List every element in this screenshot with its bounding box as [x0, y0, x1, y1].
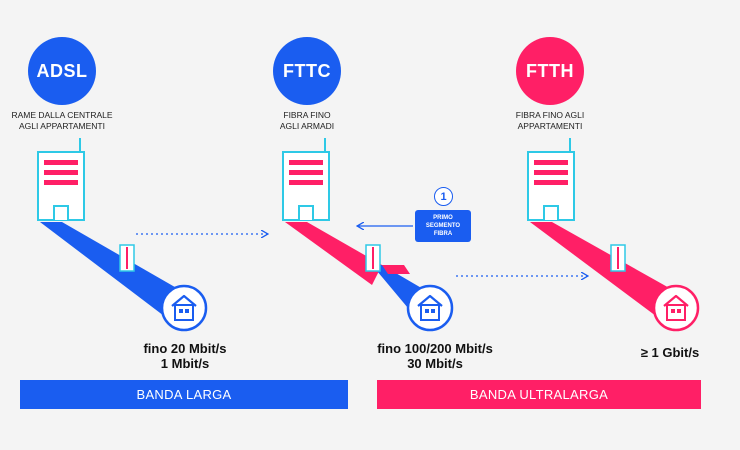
adsl-cabinet-icon — [119, 244, 135, 272]
ultrabroadband-band: BANDA ULTRALARGA — [377, 380, 701, 409]
broadband-band: BANDA LARGA — [20, 380, 348, 409]
ftth-label: FTTH — [516, 37, 584, 105]
callout-line: FIBRA — [433, 231, 453, 237]
adsl-house-icon — [160, 284, 208, 332]
fttc-building-icon — [282, 138, 330, 221]
adsl-subtitle-line: AGLI APPARTAMENTI — [19, 121, 105, 131]
ftth-building-icon — [527, 138, 575, 221]
fttc-house-icon — [406, 284, 454, 332]
adsl-label: ADSL — [28, 37, 96, 105]
ftth-speed: ≥ 1 Gbit/s — [620, 345, 720, 360]
fttc-speed-line: 30 Mbit/s — [407, 356, 463, 371]
ftth-subtitle-line: FIBRA FINO AGLI — [515, 110, 585, 120]
callout-line: SEGMENTO — [425, 223, 461, 229]
fttc-label: FTTC — [273, 37, 341, 105]
callout-line: PRIMO — [433, 215, 453, 221]
fttc-subtitle: FIBRA FINO AGLI ARMADI — [247, 110, 367, 132]
fttc-cabinet-icon — [365, 244, 381, 272]
adsl-subtitle: RAME DALLA CENTRALE AGLI APPARTAMENTI — [0, 110, 124, 132]
adsl-subtitle-line: RAME DALLA CENTRALE — [11, 110, 113, 120]
fttc-fiber-line — [285, 222, 382, 285]
fttc-speed: fino 100/200 Mbit/s 30 Mbit/s — [360, 341, 510, 371]
ftth-subtitle-line: APPARTAMENTI — [517, 121, 583, 131]
ftth-cabinet-icon — [610, 244, 626, 272]
ftth-subtitle: FIBRA FINO AGLI APPARTAMENTI — [490, 110, 610, 132]
callout-number: 1 — [434, 187, 453, 206]
callout-badge: PRIMO SEGMENTO FIBRA — [415, 210, 471, 242]
adsl-speed-line: 1 Mbit/s — [160, 356, 210, 371]
ftth-speed-line: ≥ 1 Gbit/s — [640, 345, 700, 360]
adsl-copper-line — [40, 222, 187, 322]
adsl-speed: fino 20 Mbit/s 1 Mbit/s — [125, 341, 245, 371]
ftth-house-icon — [652, 284, 700, 332]
adsl-building-icon — [37, 138, 85, 221]
fttc-subtitle-line: FIBRA FINO — [283, 110, 331, 120]
fttc-subtitle-line: AGLI ARMADI — [279, 121, 335, 131]
fttc-speed-line: fino 100/200 Mbit/s — [377, 341, 493, 356]
adsl-speed-line: fino 20 Mbit/s — [143, 341, 227, 356]
ftth-fiber-line — [530, 222, 680, 322]
